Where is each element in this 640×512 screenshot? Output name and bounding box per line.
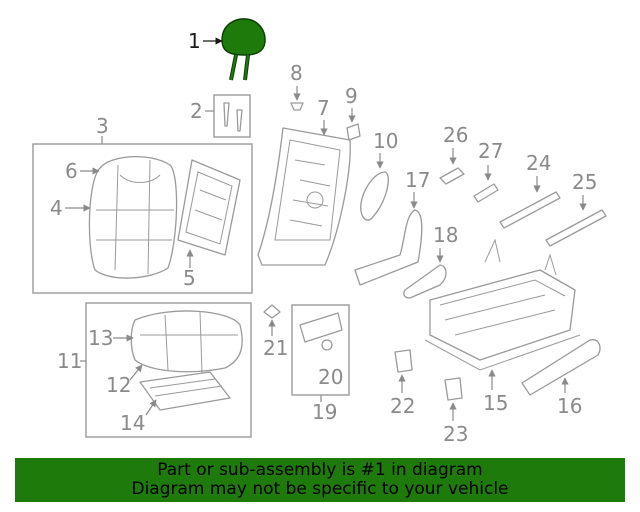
- seat-frame-track-part[interactable]: [424, 238, 581, 371]
- label-part-27: 27: [478, 139, 503, 163]
- buckle-23-part[interactable]: [444, 377, 463, 401]
- knob-part[interactable]: [346, 123, 361, 141]
- part-2-box: [213, 94, 251, 138]
- label-part-1: 1: [188, 29, 201, 53]
- clip-part[interactable]: [290, 102, 304, 111]
- label-part-26: 26: [443, 123, 468, 147]
- side-shield-part[interactable]: [354, 209, 423, 286]
- label-part-24: 24: [526, 151, 551, 175]
- guide-pins-part[interactable]: [223, 102, 243, 132]
- label-part-15: 15: [483, 391, 508, 415]
- label-part-11: 11: [57, 349, 82, 373]
- label-part-23: 23: [443, 422, 468, 446]
- bracket-27-part[interactable]: [473, 183, 499, 203]
- label-part-18: 18: [433, 223, 458, 247]
- banner-line-1: Part or sub-assembly is #1 in diagram: [157, 460, 483, 480]
- headrest-part[interactable]: [221, 18, 266, 81]
- label-part-4: 4: [50, 196, 63, 220]
- plate-part[interactable]: [299, 312, 343, 343]
- part-11-box: [85, 302, 252, 438]
- lever-25-part[interactable]: [545, 209, 607, 247]
- label-part-20: 20: [318, 365, 343, 389]
- label-part-17: 17: [405, 168, 430, 192]
- leader-part-14: [145, 399, 157, 416]
- label-part-10: 10: [373, 129, 398, 153]
- seatback-frame-part[interactable]: [177, 159, 241, 256]
- cushion-pad-lines: [149, 378, 223, 397]
- part-3-box: [32, 143, 253, 294]
- seatback-frame-assembly-part[interactable]: [257, 127, 351, 266]
- trim-ring-part[interactable]: [360, 171, 389, 221]
- label-part-14: 14: [120, 411, 145, 435]
- lever-24-part[interactable]: [499, 191, 561, 229]
- label-part-25: 25: [572, 170, 597, 194]
- label-part-21: 21: [263, 336, 288, 360]
- label-part-16: 16: [557, 394, 582, 418]
- label-part-5: 5: [183, 266, 196, 290]
- side-cover-16-part[interactable]: [521, 339, 601, 396]
- clip-21-part[interactable]: [263, 304, 281, 319]
- buckle-22-part[interactable]: [394, 349, 413, 373]
- seat-cushion-part[interactable]: [130, 310, 243, 374]
- label-part-9: 9: [345, 84, 358, 108]
- bracket-26-part[interactable]: [439, 167, 465, 185]
- label-part-13: 13: [88, 326, 113, 350]
- leader-part-12: [129, 364, 143, 381]
- label-part-2: 2: [190, 99, 203, 123]
- label-part-3: 3: [96, 114, 109, 138]
- label-part-6: 6: [65, 159, 78, 183]
- label-part-22: 22: [390, 394, 415, 418]
- label-part-12: 12: [106, 373, 131, 397]
- label-part-7: 7: [317, 96, 330, 120]
- banner-line-2: Diagram may not be specific to your vehi…: [131, 479, 509, 499]
- fastener-20-part[interactable]: [321, 339, 333, 351]
- label-part-8: 8: [290, 61, 303, 85]
- label-part-19: 19: [312, 400, 337, 424]
- info-banner: Part or sub-assembly is #1 in diagram Di…: [15, 458, 625, 502]
- cover-18-part[interactable]: [403, 264, 447, 299]
- seatback-cover-part[interactable]: [88, 155, 178, 279]
